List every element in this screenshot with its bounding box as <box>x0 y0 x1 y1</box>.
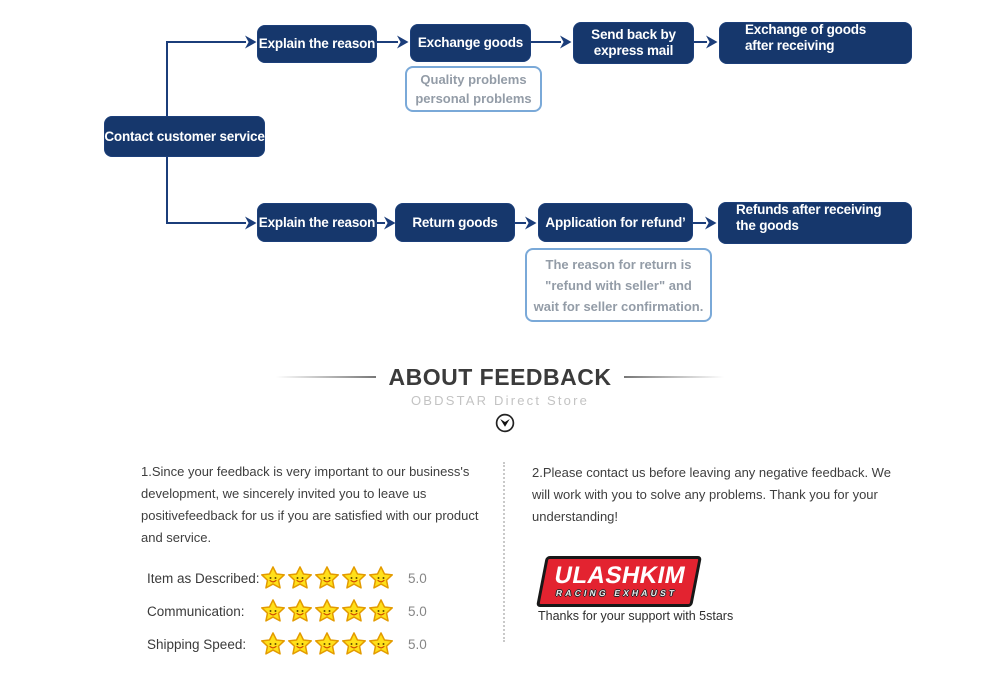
rating-row-item-as-described: Item as Described: 5.0 <box>147 564 427 592</box>
flow-box-refunds-after-receiving: Refunds after receiving the goods <box>718 202 912 244</box>
ulashkim-logo: ULASHKIM RACING EXHAUST <box>536 556 702 607</box>
smiley-star-icon <box>287 599 313 622</box>
connector <box>531 41 561 44</box>
connector <box>377 221 385 224</box>
smiley-star-icon <box>368 599 394 622</box>
smiley-star-icon <box>341 566 367 589</box>
feedback-paragraph-1: 1.Since your feedback is very important … <box>141 464 479 545</box>
flow-box-return-goods: Return goods <box>395 203 515 242</box>
flow-box-line: Exchange of goods <box>745 22 867 37</box>
heading-rule-right <box>624 376 725 378</box>
smiley-star-icon <box>314 632 340 655</box>
star-rating <box>260 598 394 624</box>
smiley-star-icon <box>341 599 367 622</box>
note-line: "refund with seller" and <box>545 277 692 293</box>
thanks-text: Thanks for your support with 5stars <box>538 609 734 623</box>
arrow-icon <box>706 35 718 49</box>
feedback-paragraph-2: 2.Please contact us before leaving any n… <box>532 465 891 524</box>
note-quality-problems: Quality problems personal problems <box>405 66 542 112</box>
connector-top <box>165 41 246 44</box>
flow-box-exchange-of-goods-after-receiving: Exchange of goods after receiving <box>719 22 912 64</box>
connector <box>515 221 526 224</box>
flow-box-exchange-goods: Exchange goods <box>410 24 531 62</box>
smiley-star-icon <box>314 599 340 622</box>
section-heading: ABOUT FEEDBACK <box>0 362 1000 392</box>
star-rating <box>260 631 394 657</box>
smiley-star-icon <box>260 566 286 589</box>
note-line: Quality problems <box>420 72 527 87</box>
chevron-down-circle-icon <box>495 413 515 433</box>
flow-box-line: express mail <box>593 43 674 58</box>
connector-bottom <box>165 221 246 224</box>
rating-label: Shipping Speed: <box>147 636 247 652</box>
smiley-star-icon <box>260 599 286 622</box>
rating-label: Item as Described: <box>147 570 260 586</box>
rating-value: 5.0 <box>408 570 427 586</box>
rating-label: Communication: <box>147 603 245 619</box>
connector <box>377 41 398 44</box>
arrow-icon <box>705 216 717 230</box>
star-rating <box>260 565 394 591</box>
flow-box-line: Send back by <box>591 27 676 42</box>
heading-rule-left <box>275 376 376 378</box>
flow-box-send-back-by-express-mail: Send back by express mail <box>573 22 694 64</box>
rating-value: 5.0 <box>408 603 427 619</box>
flow-box-line: the goods <box>736 218 799 233</box>
arrow-icon <box>397 35 409 49</box>
flow-box-line: Refunds after receiving <box>736 202 882 217</box>
rating-value: 5.0 <box>408 636 427 652</box>
section-title: ABOUT FEEDBACK <box>388 363 612 390</box>
flow-box-application-for-refund: Application for refund’ <box>538 203 693 242</box>
smiley-star-icon <box>368 632 394 655</box>
smiley-star-icon <box>314 566 340 589</box>
flow-box-contact-customer-service: Contact customer service <box>104 116 265 157</box>
arrow-icon <box>560 35 572 49</box>
rating-row-shipping-speed: Shipping Speed: 5.0 <box>147 630 427 658</box>
note-line: The reason for return is <box>545 256 692 272</box>
connector <box>694 41 707 44</box>
flow-box-explain-the-reason-top: Explain the reason <box>257 25 377 63</box>
logo-tagline: RACING EXHAUST <box>555 588 679 598</box>
smiley-star-icon <box>287 566 313 589</box>
logo-name: ULASHKIM <box>552 562 689 589</box>
smiley-star-icon <box>368 566 394 589</box>
arrow-icon <box>525 216 537 230</box>
column-divider <box>503 462 505 642</box>
smiley-star-icon <box>341 632 367 655</box>
flow-box-explain-the-reason-bottom: Explain the reason <box>257 203 377 242</box>
arrow-icon <box>245 35 257 49</box>
flow-box-line: after receiving <box>745 38 835 53</box>
section-subtitle: OBDSTAR Direct Store <box>410 393 590 408</box>
rating-row-communication: Communication: 5.0 <box>147 597 427 625</box>
arrow-icon <box>245 216 257 230</box>
smiley-star-icon <box>287 632 313 655</box>
note-line: personal problems <box>415 91 532 106</box>
note-line: wait for seller confirmation. <box>533 298 704 314</box>
note-refund-reason: The reason for return is "refund with se… <box>525 248 712 322</box>
connector <box>693 221 706 224</box>
smiley-star-icon <box>260 632 286 655</box>
